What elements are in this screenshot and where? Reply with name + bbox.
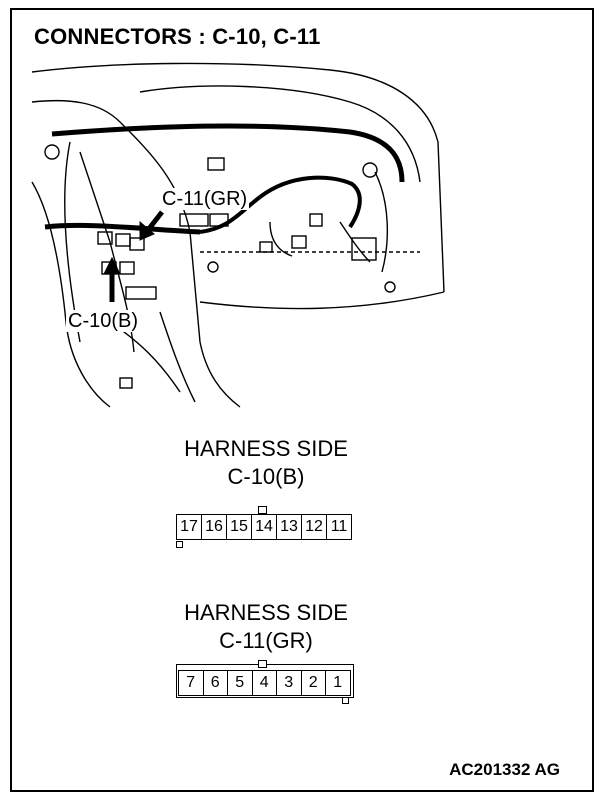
pin: 15 — [227, 515, 252, 539]
dashboard-outline — [31, 62, 445, 293]
callout-c10: C-10(B) — [66, 310, 141, 332]
figure-frame — [10, 8, 594, 792]
pin: 4 — [253, 671, 277, 695]
connector-lock-tab — [258, 660, 267, 668]
pin: 5 — [228, 671, 253, 695]
connector-key — [342, 697, 349, 704]
connector-key — [176, 541, 183, 548]
connector-name: C-10(B) — [227, 464, 305, 489]
main-harness — [51, 123, 405, 183]
harness-side-heading: HARNESS SIDE — [184, 436, 348, 461]
pin: 3 — [277, 671, 302, 695]
c11-arrow — [146, 210, 164, 232]
callout-c11: C-11(GR) — [160, 188, 250, 210]
pin: 7 — [179, 671, 204, 695]
pin: 17 — [177, 515, 202, 539]
pin: 6 — [204, 671, 228, 695]
connector-lock-tab — [258, 506, 267, 514]
connector-name: C-11(GR) — [219, 628, 313, 653]
pin: 16 — [202, 515, 227, 539]
figure-code: AC201332 AG — [449, 760, 560, 779]
pin: 11 — [330, 518, 348, 535]
pin: 1 — [333, 674, 343, 691]
pin: 2 — [302, 671, 326, 695]
connector-c10-face: 17 16 15 14 13 12 11 — [176, 514, 352, 540]
pin: 14 — [252, 515, 277, 539]
page-title: CONNECTORS : C-10, C-11 — [34, 24, 321, 49]
pin: 12 — [302, 515, 327, 539]
dashboard-harness-illustration — [31, 62, 445, 408]
pin: 13 — [277, 515, 302, 539]
connector-c11-face: 7 6 5 4 3 2 1 — [178, 670, 351, 696]
harness-side-heading: HARNESS SIDE — [184, 600, 348, 625]
